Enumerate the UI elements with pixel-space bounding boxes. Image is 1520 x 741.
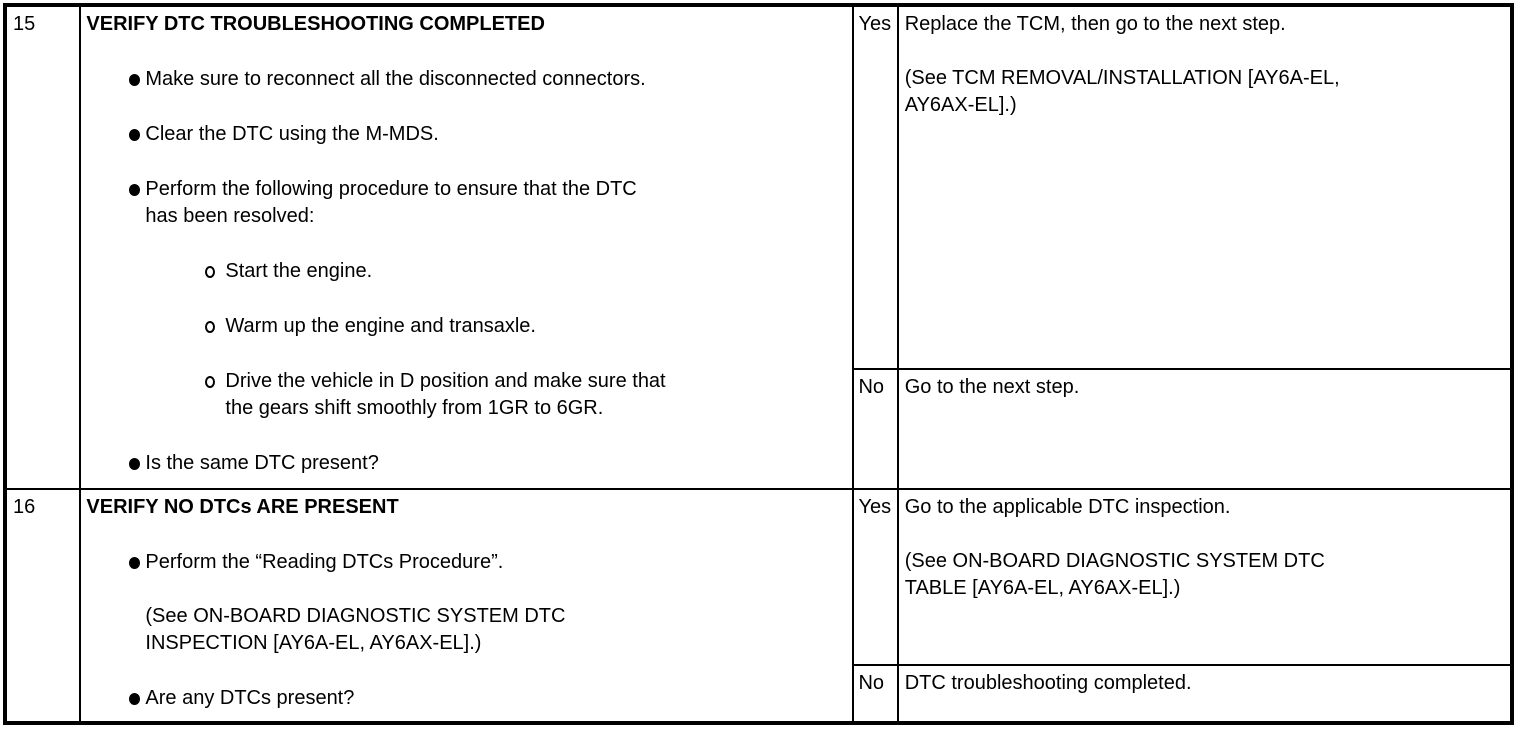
answer-no-label: No: [852, 664, 899, 724]
bullet-text: Is the same DTC present?: [145, 452, 379, 474]
sub-bullet-circle-icon: [205, 368, 225, 422]
bullet-text: Make sure to reconnect all the disconnec…: [145, 68, 646, 90]
bullet-text: Clear the DTC using the M-MDS.: [145, 123, 439, 145]
sub-bullet-circle-icon: [205, 313, 225, 340]
sub-bullet-item: Warm up the engine and transaxle.: [205, 313, 844, 340]
answer-no-label: No: [852, 368, 899, 490]
table-row-step-16: 16 VERIFY NO DTCs ARE PRESENT Perform th…: [3, 488, 1514, 724]
bullet-item: Make sure to reconnect all the disconnec…: [129, 66, 844, 93]
result-no-text: DTC troubleshooting completed.: [896, 664, 1514, 724]
sub-bullet-item: Drive the vehicle in D position and make…: [205, 368, 844, 422]
step-number: 15: [3, 4, 82, 490]
bullet-item: Clear the DTC using the M-MDS.: [129, 121, 844, 148]
sub-bullet-text: Warm up the engine and transaxle.: [225, 315, 536, 337]
bullet-dot-icon: [129, 176, 145, 230]
result-no-text: Go to the next step.: [896, 368, 1514, 490]
bullet-item: Is the same DTC present?: [129, 450, 844, 477]
result-yes-text: Go to the applicable DTC inspection. (Se…: [896, 488, 1514, 666]
action-cell: VERIFY NO DTCs ARE PRESENT Perform the “…: [79, 488, 855, 724]
table-row-step-15: 15 VERIFY DTC TROUBLESHOOTING COMPLETED …: [3, 4, 1514, 490]
bullet-item: Perform the “Reading DTCs Procedure”. (S…: [129, 549, 844, 657]
sub-bullet-text: Start the engine.: [225, 260, 373, 282]
answer-yes-label: Yes: [852, 4, 899, 370]
sub-bullet-circle-icon: [205, 258, 225, 285]
table-row-step-15-no: No Go to the next step.: [5, 368, 1514, 490]
bullet-dot-icon: [129, 549, 145, 657]
step-number: 16: [3, 488, 82, 724]
bullet-dot-icon: [129, 685, 145, 712]
table-row-step-16-no: No DTC troubleshooting completed.: [5, 664, 1514, 724]
troubleshooting-table: 15 VERIFY DTC TROUBLESHOOTING COMPLETED …: [3, 3, 1514, 725]
bullet-dot-icon: [129, 450, 145, 477]
sub-bullet-text: Drive the vehicle in D position and make…: [225, 370, 666, 419]
bullet-text: Are any DTCs present?: [145, 687, 355, 709]
answer-yes-label: Yes: [852, 488, 899, 666]
action-cell: VERIFY DTC TROUBLESHOOTING COMPLETED Mak…: [79, 4, 855, 490]
bullet-dot-icon: [129, 66, 145, 93]
bullet-item: Perform the following procedure to ensur…: [129, 176, 844, 230]
procedure-title: VERIFY NO DTCs ARE PRESENT: [86, 496, 399, 518]
bullet-item: Are any DTCs present?: [129, 685, 844, 712]
bullet-text: Perform the “Reading DTCs Procedure”. (S…: [145, 551, 566, 654]
bullet-dot-icon: [129, 121, 145, 148]
result-yes-text: Replace the TCM, then go to the next ste…: [896, 4, 1514, 370]
bullet-text: Perform the following procedure to ensur…: [145, 178, 637, 227]
sub-bullet-item: Start the engine.: [205, 258, 844, 285]
procedure-title: VERIFY DTC TROUBLESHOOTING COMPLETED: [86, 13, 545, 35]
